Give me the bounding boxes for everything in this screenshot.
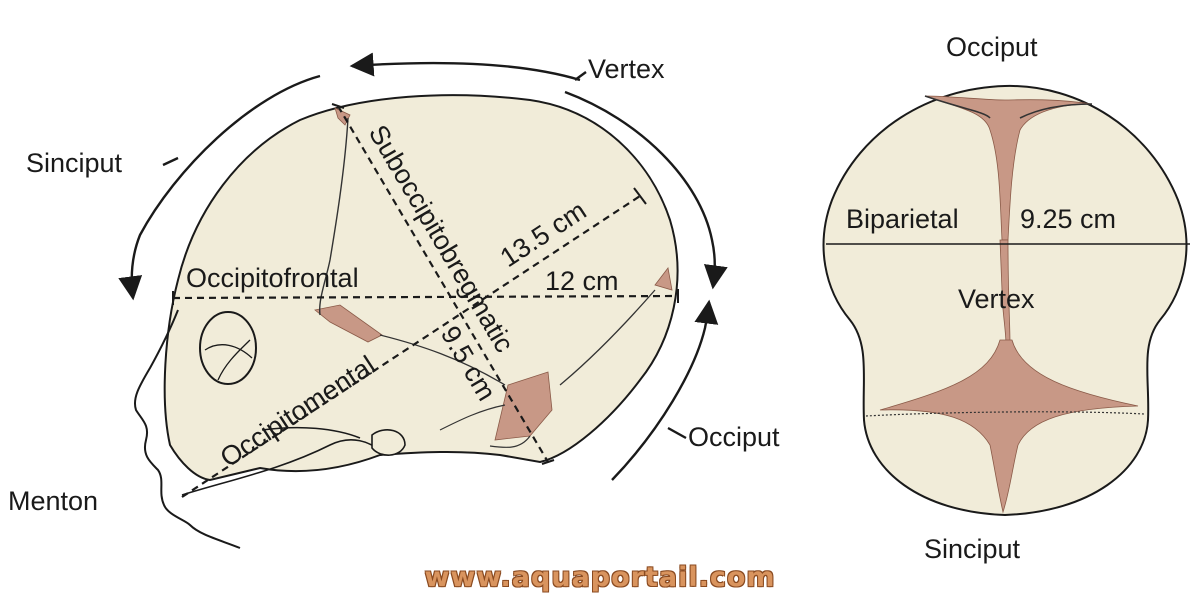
top-sinciput-label: Sinciput <box>924 534 1021 564</box>
biparietal-value: 9.25 cm <box>1020 204 1116 234</box>
vertex-label: Vertex <box>588 54 665 84</box>
menton-label: Menton <box>8 486 98 516</box>
sinciput-leader <box>163 158 178 165</box>
occipitofrontal-label: Occipitofrontal <box>186 263 359 293</box>
top-vertex-label: Vertex <box>958 284 1035 314</box>
occipitofrontal-value: 12 cm <box>545 266 619 296</box>
watermark: www.aquaportail.com <box>0 562 1200 593</box>
ear-region <box>372 430 405 455</box>
biparietal-label: Biparietal <box>846 204 959 234</box>
top-occiput-label: Occiput <box>946 32 1038 62</box>
vertex-leader <box>575 72 586 80</box>
vertex-arrow <box>352 63 580 80</box>
sinciput-label: Sinciput <box>26 148 123 178</box>
occiput-leader <box>668 428 686 438</box>
occiput-label: Occiput <box>688 422 780 452</box>
